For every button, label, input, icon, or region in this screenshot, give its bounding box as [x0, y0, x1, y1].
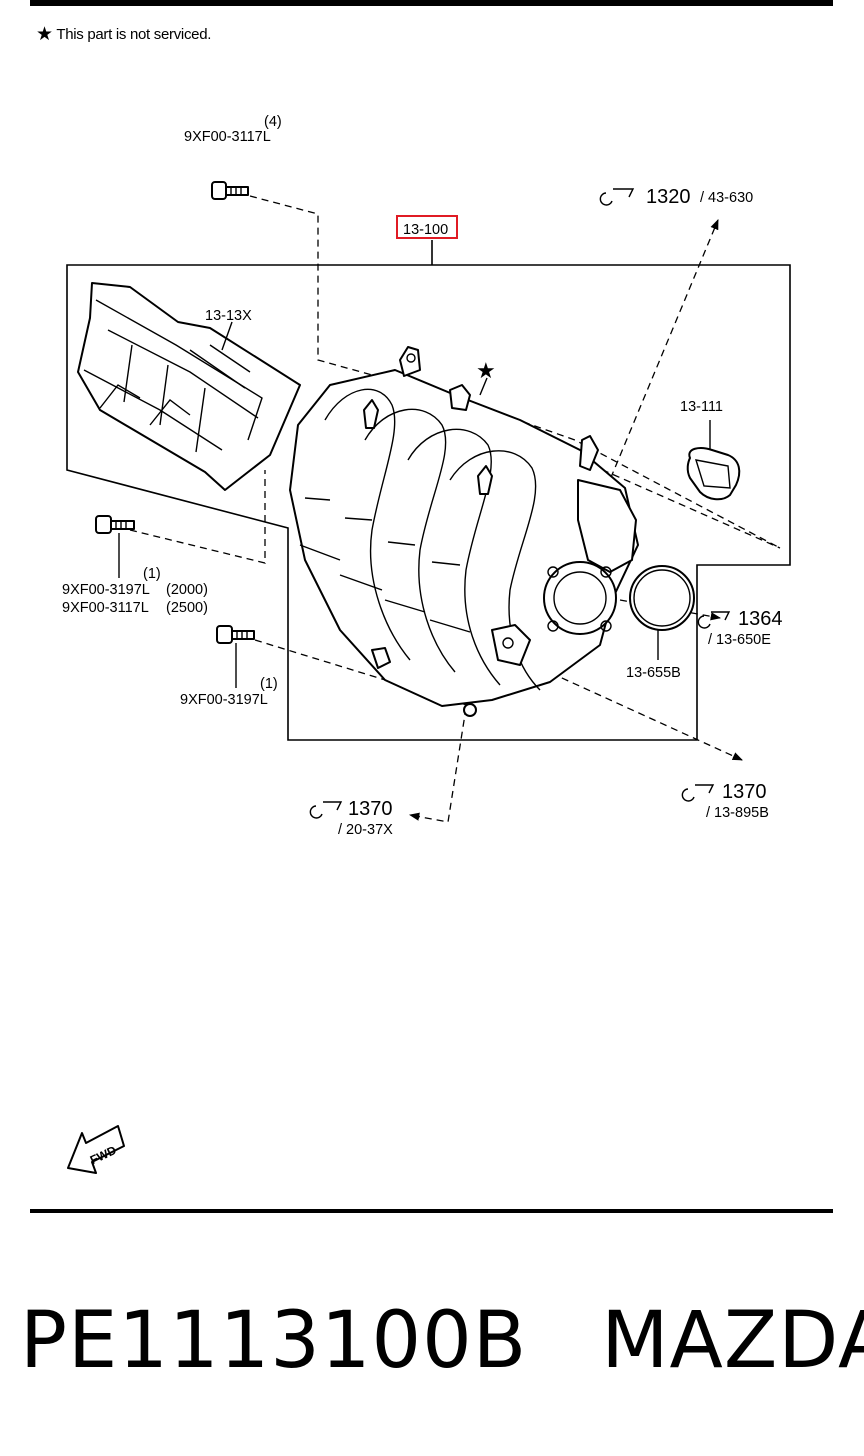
star-marker: ★ [476, 359, 496, 384]
bolt-top-icon [211, 181, 249, 200]
not-serviced-note-text: This part is not serviced. [56, 26, 212, 43]
bottom-rule [30, 1209, 833, 1213]
cover-label: 13-13X [205, 308, 252, 324]
assembly-highlight [396, 215, 458, 239]
ref-right-icon [697, 611, 731, 629]
ref-br-sub: / 13-895B [706, 805, 769, 821]
bolt-mid-qty: (1) [143, 566, 161, 582]
bolt-top-part: 9XF00-3117L [184, 129, 271, 145]
o-ring-label: 13-655B [626, 665, 681, 681]
ref-right-num: 1364 [738, 608, 783, 630]
bolt-mid-part-b: 9XF00-3117L [62, 600, 149, 616]
ref-right-sub: / 13-650E [708, 632, 771, 648]
ref-top-sub: / 43-630 [700, 190, 753, 206]
fwd-arrow-icon: FWD [67, 1125, 125, 1174]
brand-name: MAZDA [601, 1296, 864, 1386]
ref-bl-icon [309, 801, 343, 819]
ref-br-icon [681, 784, 715, 802]
engine-cover-icon [77, 282, 301, 491]
part-number: PE1113100B [20, 1296, 528, 1386]
assembly-label[interactable]: 13-100 [403, 222, 448, 238]
small-gasket-icon [686, 420, 741, 501]
not-serviced-note: ★ This part is not serviced. [36, 22, 211, 45]
footer-caption: PE1113100B MAZDA [20, 1296, 864, 1386]
bolt-mid-part-a: 9XF00-3197L [62, 582, 150, 598]
bolt-mid-icon [95, 515, 135, 578]
ref-top-num: 1320 [646, 186, 691, 208]
bolt-mid-note-b: (2500) [166, 600, 208, 616]
ref-bl-num: 1370 [348, 798, 393, 820]
ref-br-num: 1370 [722, 781, 767, 803]
o-ring-gasket-icon [629, 565, 695, 660]
star-icon: ★ [36, 24, 53, 45]
intake-manifold-icon [289, 346, 639, 717]
bolt-low-icon [216, 625, 255, 688]
bolt-low-qty: (1) [260, 676, 278, 692]
top-rule [30, 0, 833, 6]
star-leader [479, 377, 488, 396]
parts-diagram: (4) 9XF00-3117L 13-100 1320 / 43-630 13-… [62, 114, 791, 1174]
bolt-mid-note-a: (2000) [166, 582, 208, 598]
bolt-low-part: 9XF00-3197L [180, 692, 268, 708]
bolt-top-qty: (4) [264, 114, 282, 130]
small-gasket-label: 13-111 [680, 399, 723, 415]
ref-top-icon [599, 188, 635, 206]
ref-bl-sub: / 20-37X [338, 822, 393, 838]
